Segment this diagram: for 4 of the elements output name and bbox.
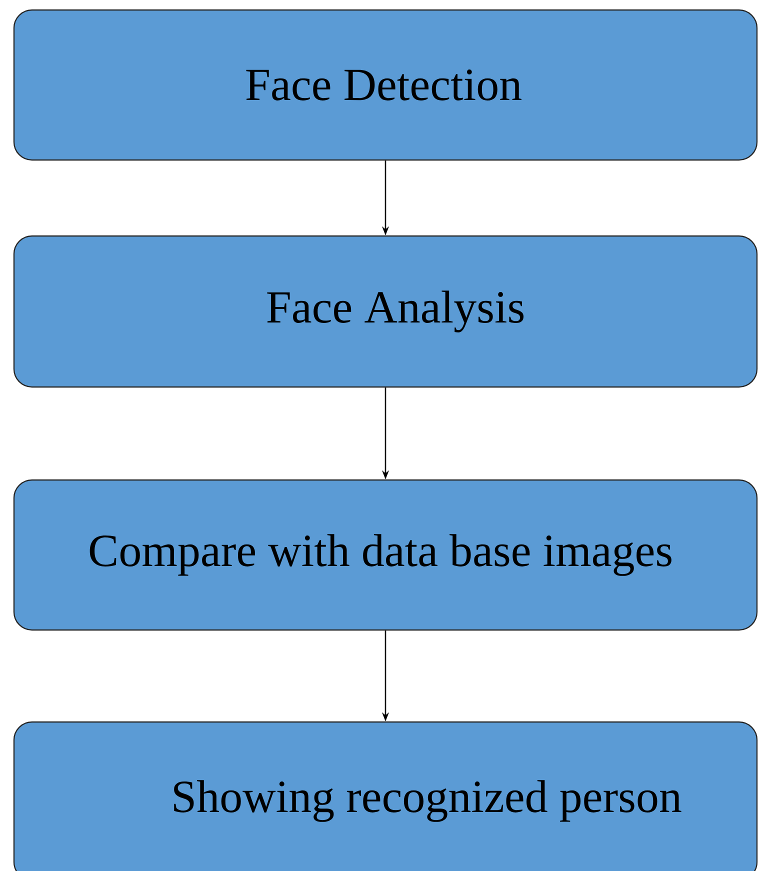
process-box: Showing recognized person — [13, 721, 758, 871]
process-box: Face Analysis — [13, 235, 758, 388]
process-box: Face Detection — [13, 9, 758, 161]
process-box: Compare with data base images — [13, 479, 758, 631]
